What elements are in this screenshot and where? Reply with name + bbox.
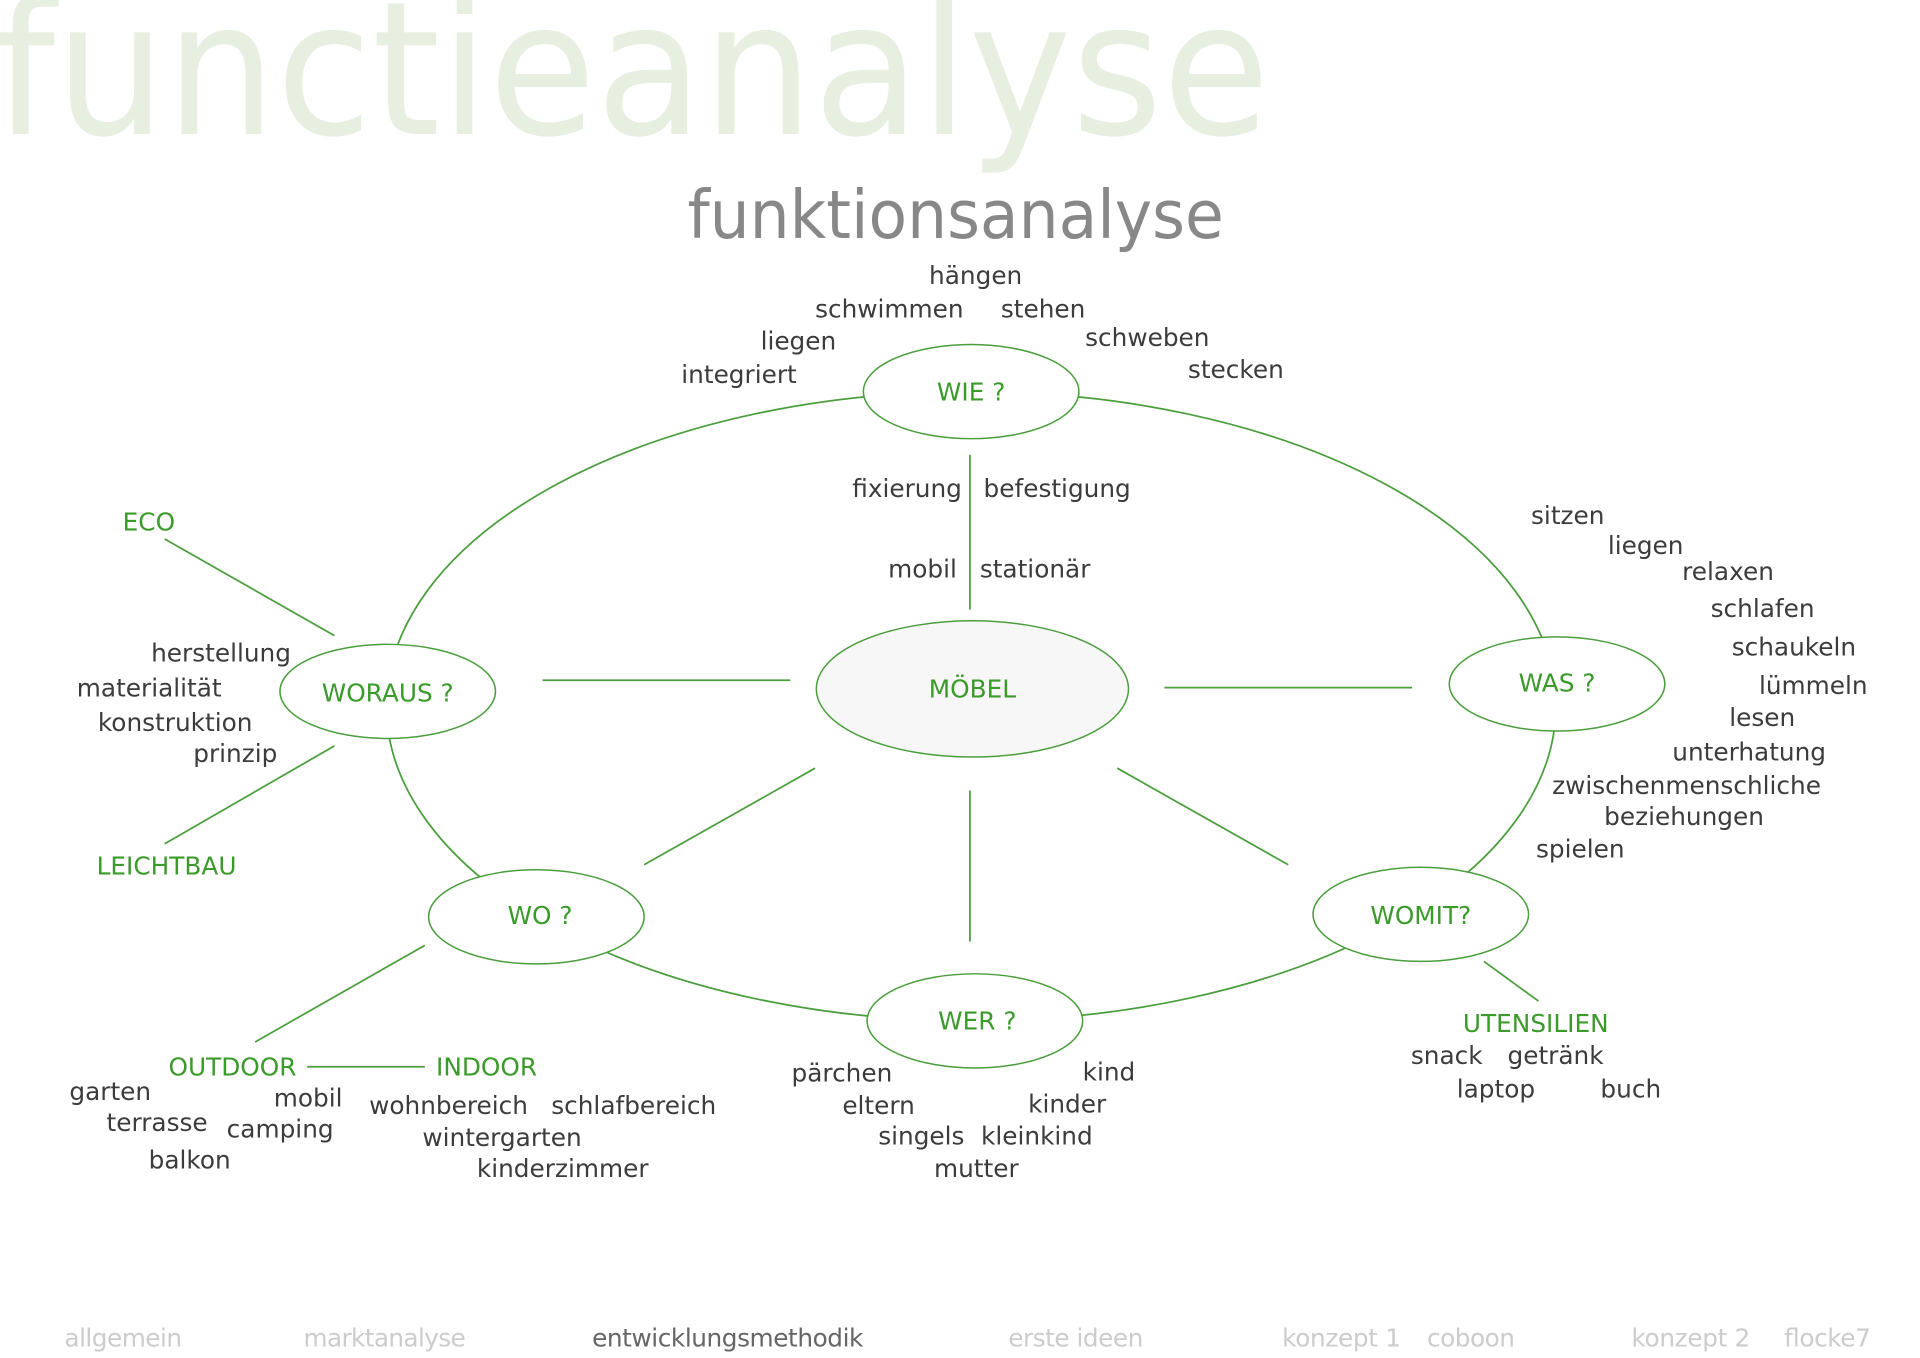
node-wer-label: WER ? [938,1007,1016,1036]
node-womit-label: WOMIT? [1370,901,1471,930]
connector-outdoor [254,944,426,1043]
nav-flocke7[interactable]: flocke7 [1784,1324,1871,1353]
word: pärchen [792,1059,893,1088]
word: mobil [888,554,957,583]
word: integriert [681,360,797,389]
node-woraus-label: WORAUS ? [322,678,454,707]
word: wintergarten [422,1123,581,1152]
connector-womit [1116,767,1289,866]
nav-coboon[interactable]: coboon [1427,1324,1515,1353]
word: prinzip [193,739,277,768]
word: fixierung [852,474,962,503]
leichtbau-label: LEICHTBAU [97,852,237,881]
word: relaxen [1682,557,1774,586]
nav-erste-ideen[interactable]: erste ideen [1008,1324,1143,1353]
word: unterhatung [1672,738,1826,767]
node-wie [862,343,1080,440]
nav-allgemein[interactable]: allgemein [64,1324,182,1353]
connector-utensilien [1483,960,1539,1002]
connector-wo [643,767,816,866]
utensilien-label: UTENSILIEN [1463,1009,1609,1038]
word: getränk [1508,1041,1605,1070]
word: beziehungen [1604,802,1764,831]
word: sitzen [1531,501,1604,530]
word: schwimmen [815,294,964,323]
node-was [1448,636,1666,732]
node-wie-label: WIE ? [937,377,1005,406]
word: hängen [929,261,1022,290]
word: kleinkind [981,1122,1093,1151]
nav-konzept-1[interactable]: konzept 1 [1282,1324,1401,1353]
word: lümmeln [1759,671,1868,700]
word: herstellung [151,639,291,668]
node-womit [1312,866,1530,963]
word: befestigung [984,474,1131,503]
word: schaukeln [1732,632,1856,661]
background-title: functieanalyse [0,0,1270,178]
word: zwischenmenschliche [1552,771,1821,800]
eco-label: ECO [123,507,175,536]
word: materialität [77,673,222,702]
word: schlafbereich [551,1091,716,1120]
word: wohnbereich [369,1091,528,1120]
connector-leichtbau [164,745,335,845]
word: singels [878,1122,964,1151]
word: snack [1411,1041,1483,1070]
node-woraus [279,643,497,740]
word: camping [227,1114,334,1143]
word: konstruktion [98,708,253,737]
word: schlafen [1711,594,1815,623]
word: kinderzimmer [477,1154,649,1183]
node-moebel-label: MÖBEL [929,675,1016,704]
word: mutter [934,1154,1019,1183]
word: buch [1600,1075,1661,1104]
word: eltern [842,1091,915,1120]
word: liegen [1608,531,1684,560]
node-wo [427,869,645,965]
node-was-label: WAS ? [1519,668,1596,697]
word: mobil [274,1083,343,1112]
indoor-label: INDOOR [436,1052,537,1081]
nav-konzept-2[interactable]: konzept 2 [1631,1324,1750,1353]
node-moebel [815,620,1130,758]
node-wer [866,973,1084,1069]
word: kinder [1028,1090,1107,1119]
word: balkon [149,1145,231,1174]
word: laptop [1457,1075,1535,1104]
page-title: funktionsanalyse [687,176,1223,254]
word: kind [1083,1057,1136,1086]
word: stecken [1188,355,1284,384]
nav-entwicklungsmethodik[interactable]: entwicklungsmethodik [592,1324,864,1353]
word: terrasse [107,1108,208,1137]
outdoor-label: OUTDOOR [168,1052,296,1081]
word: garten [69,1077,151,1106]
nav-marktanalyse[interactable]: marktanalyse [303,1324,465,1353]
word: lesen [1729,703,1795,732]
word: schweben [1085,323,1209,352]
word: spielen [1536,834,1625,863]
bottom-navigation: allgemein marktanalyse entwicklungsmetho… [64,1324,1870,1353]
word: stehen [1001,294,1085,323]
connector-eco [164,538,335,637]
word: stationär [980,554,1091,583]
word: liegen [761,327,837,356]
node-wo-label: WO ? [508,901,573,930]
